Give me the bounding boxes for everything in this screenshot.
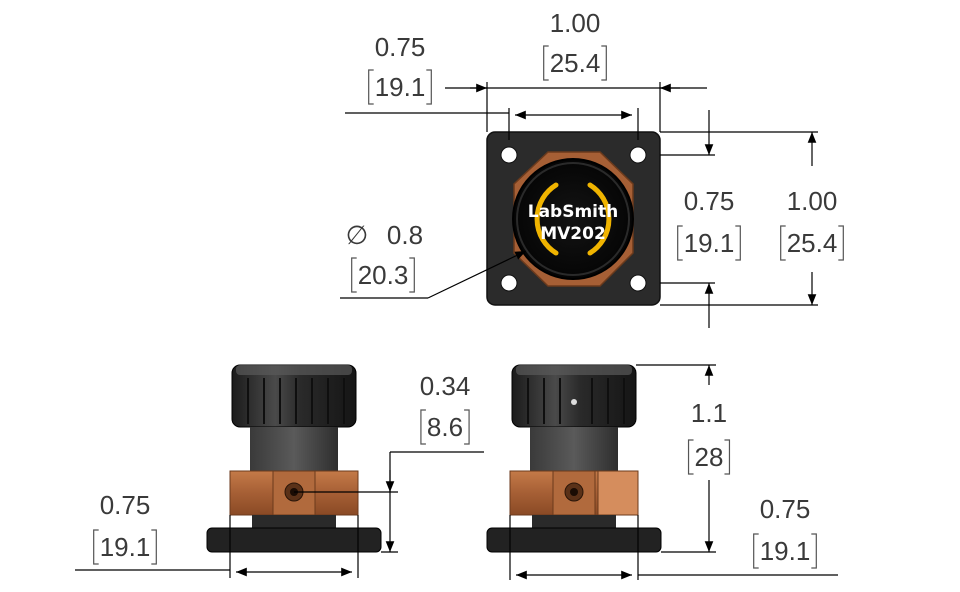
top-view: LabSmith MV202	[486, 131, 661, 306]
base-plate	[486, 527, 662, 553]
knob-face	[512, 158, 634, 280]
mm-brackets	[753, 533, 817, 569]
dim-right-base-width-in: 0.75	[760, 494, 811, 524]
dim-right-inner-height-in: 0.75	[684, 186, 735, 216]
indicator-arc-left	[534, 182, 559, 256]
dim-top-inner-width: 0.75 19.1	[345, 32, 639, 140]
mm-brackets	[687, 439, 731, 475]
logo-line2: MV202	[540, 224, 606, 244]
mm-brackets	[420, 409, 470, 445]
dim-top-inner-width-mm: 19.1	[375, 72, 426, 102]
dim-top-inner-width-in: 0.75	[375, 32, 426, 62]
mounting-hole	[629, 274, 647, 292]
mm-brackets	[543, 45, 607, 81]
stem	[530, 427, 618, 471]
dim-left-base-width: 0.75 19.1	[75, 490, 359, 578]
dim-top-width-in: 1.00	[550, 8, 601, 38]
base-plate	[206, 527, 382, 553]
stem	[250, 427, 338, 471]
dim-diameter-in: 0.8	[387, 220, 423, 250]
mm-brackets	[780, 225, 844, 261]
dim-total-height-mm: 28	[695, 442, 724, 472]
mm-brackets	[368, 69, 432, 105]
diameter-symbol: ∅	[346, 220, 369, 250]
dim-right-inner-height-mm: 19.1	[684, 228, 735, 258]
mounting-hole	[629, 146, 647, 164]
dim-right-inner-height: 0.75 19.1	[660, 110, 734, 328]
dim-top-width: 1.00 25.4	[445, 8, 707, 132]
dim-left-base-width-in: 0.75	[100, 490, 151, 520]
dim-port-height: 0.34 8.6	[294, 371, 484, 553]
dim-total-height: 1.1 28	[636, 364, 727, 553]
dim-right-base-width-mm: 19.1	[760, 536, 811, 566]
side-view-left	[206, 364, 382, 553]
indicator-arc-right	[587, 182, 612, 256]
mm-brackets	[351, 257, 415, 293]
dim-right-base-width: 0.75 19.1	[509, 494, 838, 580]
mm-brackets	[93, 529, 157, 565]
dim-right-height-in: 1.00	[787, 186, 838, 216]
dim-diameter-mm: 20.3	[358, 260, 409, 290]
side-view-right	[486, 364, 662, 553]
dim-port-height-in: 0.34	[420, 371, 471, 401]
dim-diameter: ∅ 0.8 20.3	[340, 220, 527, 299]
mounting-hole	[500, 146, 518, 164]
mm-brackets	[677, 225, 741, 261]
dim-port-height-mm: 8.6	[427, 412, 463, 442]
dim-left-base-width-mm: 19.1	[100, 532, 151, 562]
dim-right-height-mm: 25.4	[787, 228, 838, 258]
dim-right-height: 1.00 25.4	[660, 131, 838, 306]
dim-top-width-mm: 25.4	[550, 48, 601, 78]
mounting-hole	[500, 274, 518, 292]
logo-line1: LabSmith	[528, 202, 619, 222]
dim-total-height-in: 1.1	[691, 398, 727, 428]
